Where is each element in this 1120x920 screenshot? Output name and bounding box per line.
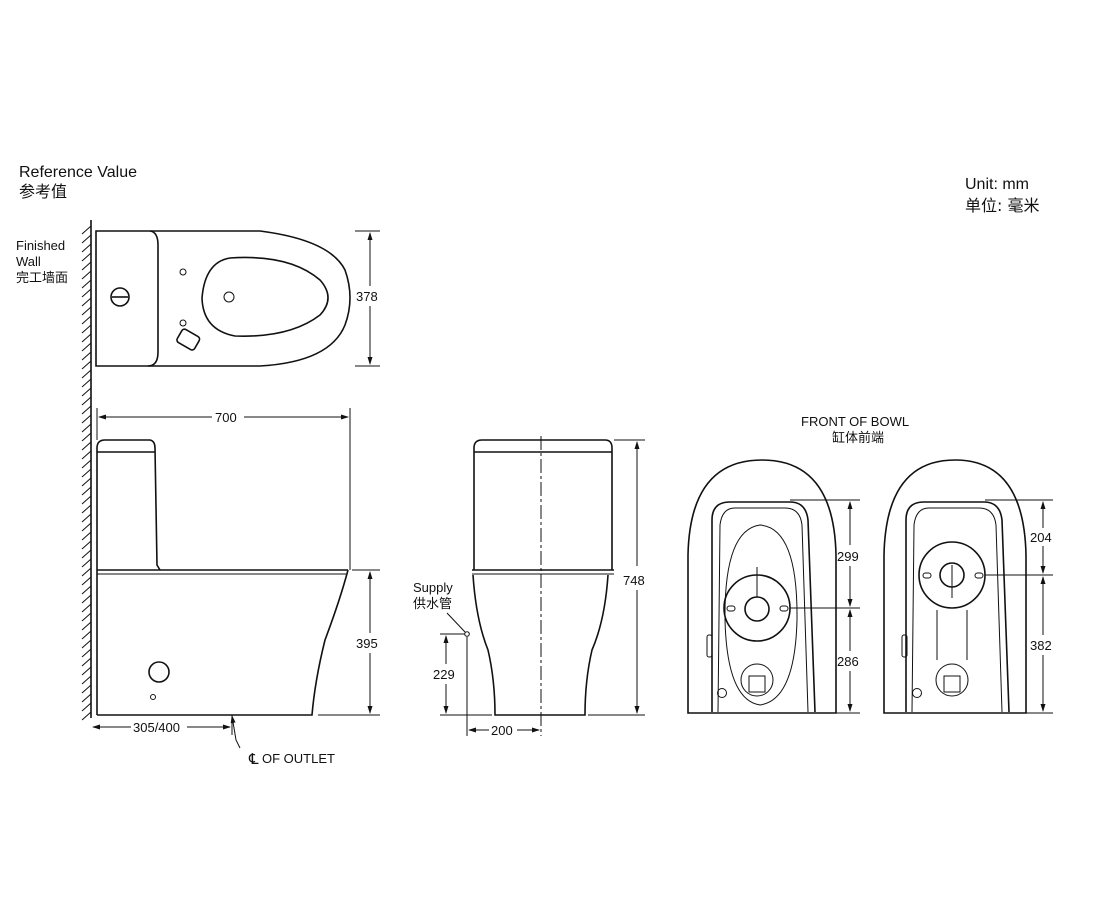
- wall-hatch-line: [81, 288, 92, 298]
- wall-hatch-line: [81, 648, 92, 658]
- wall-hatch-line: [81, 396, 92, 406]
- outlet-centerline-symbol: ℄: [248, 751, 259, 768]
- wall-hatch-line: [81, 486, 92, 496]
- wall-hatch-line: [81, 522, 92, 532]
- wall-hatch-line: [81, 234, 92, 244]
- wall-hatch-line: [81, 450, 92, 460]
- wall-hatch-line: [81, 432, 92, 442]
- wall-hatch-line: [81, 378, 92, 388]
- wall-hatch-line: [81, 423, 92, 433]
- unit-label-cn: 单位: 毫米: [965, 196, 1039, 215]
- wall-hatch-line: [81, 360, 92, 370]
- bowl-front-view-b: [883, 459, 1027, 714]
- finished-wall: [81, 220, 92, 721]
- wall-hatch-line: [81, 621, 92, 631]
- wall-hatch-line: [81, 666, 92, 676]
- wall-hatch-line: [81, 693, 92, 703]
- wall-hatch-line: [81, 639, 92, 649]
- wall-hatch-line: [81, 504, 92, 514]
- wall-hatch-line: [81, 306, 92, 316]
- wall-hatch-line: [81, 549, 92, 559]
- wall-hatch-line: [81, 324, 92, 334]
- wall-hatch-line: [81, 270, 92, 280]
- dim-total-height: 748: [623, 573, 645, 588]
- wall-hatch-line: [81, 477, 92, 487]
- wall-hatch-line: [81, 459, 92, 469]
- wall-hatch-line: [81, 630, 92, 640]
- wall-hatch-line: [81, 279, 92, 289]
- bowl-front-view-a: [687, 459, 837, 714]
- wall-hatch-line: [81, 252, 92, 262]
- dim-top-depth: 378: [356, 289, 378, 304]
- wall-label-1: Finished: [16, 238, 65, 253]
- wall-hatch-line: [81, 297, 92, 307]
- dim-bowl-height: 395: [356, 636, 378, 651]
- wall-hatch-line: [81, 702, 92, 712]
- dim-front-a-lower: 286: [837, 654, 859, 669]
- wall-hatch-line: [81, 441, 92, 451]
- wall-hatch-line: [81, 351, 92, 361]
- wall-hatch-line: [81, 405, 92, 415]
- wall-hatch-line: [81, 261, 92, 271]
- supply-point: [464, 631, 470, 637]
- title: Reference Value: [19, 164, 137, 181]
- wall-hatch-line: [81, 585, 92, 595]
- front-of-bowl-label: FRONT OF BOWL: [801, 414, 909, 429]
- dim-rough-in: 305/400: [133, 720, 180, 735]
- wall-label-2: Wall: [16, 254, 41, 269]
- wall-hatch-line: [81, 657, 92, 667]
- wall-hatch-line: [81, 711, 92, 721]
- wall-hatch-line: [81, 342, 92, 352]
- wall-hatch-line: [81, 684, 92, 694]
- supply-label-cn: 供水管: [413, 597, 452, 612]
- wall-hatch-line: [81, 531, 92, 541]
- wall-hatch-line: [81, 315, 92, 325]
- wall-hatch-line: [81, 495, 92, 505]
- front-view: [472, 436, 614, 736]
- wall-hatch-line: [81, 369, 92, 379]
- wall-hatch-line: [81, 612, 92, 622]
- wall-hatch-line: [81, 225, 92, 235]
- wall-hatch-line: [81, 594, 92, 604]
- wall-hatch-line: [81, 387, 92, 397]
- wall-hatch-line: [81, 513, 92, 523]
- wall-hatch-line: [81, 675, 92, 685]
- wall-hatch-line: [81, 468, 92, 478]
- wall-hatch-line: [81, 243, 92, 253]
- unit-label: Unit: mm: [965, 176, 1029, 193]
- title-cn: 参考值: [19, 182, 67, 201]
- top-view: [95, 230, 351, 367]
- wall-hatch-line: [81, 603, 92, 613]
- dim-front-b-upper: 204: [1030, 530, 1052, 545]
- wall-label-cn: 完工墙面: [16, 271, 68, 286]
- dim-supply-offset: 200: [491, 723, 513, 738]
- front-of-bowl-label-cn: 缸体前端: [832, 430, 884, 446]
- dim-front-b-lower: 382: [1030, 638, 1052, 653]
- wall-hatch-line: [81, 576, 92, 586]
- dim-front-a-upper: 299: [837, 549, 859, 564]
- wall-hatch-line: [81, 540, 92, 550]
- wall-hatch-line: [81, 567, 92, 577]
- supply-label: Supply: [413, 580, 453, 595]
- wall-hatch-line: [81, 414, 92, 424]
- wall-hatch-line: [81, 333, 92, 343]
- outlet-label: OF OUTLET: [262, 751, 335, 766]
- dim-length: 700: [215, 410, 237, 425]
- side-view: [96, 439, 349, 716]
- wall-hatch-line: [81, 558, 92, 568]
- dim-supply-height: 229: [433, 667, 455, 682]
